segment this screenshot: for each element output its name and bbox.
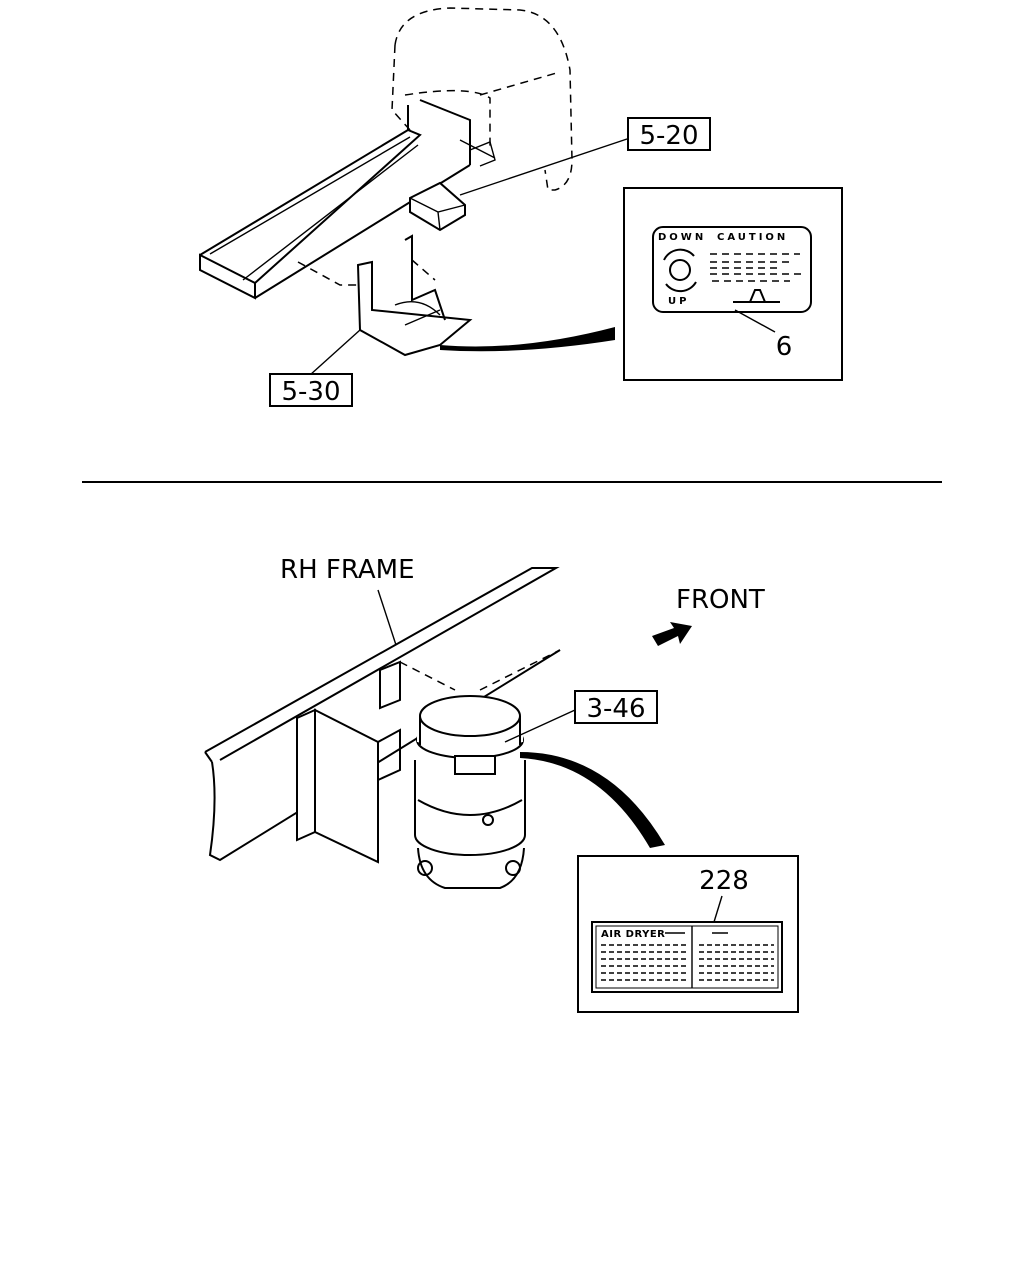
rh-frame-label: RH FRAME bbox=[280, 555, 415, 585]
callout-5-30: 5-30 bbox=[269, 373, 353, 407]
part-number-6: 6 bbox=[776, 332, 793, 362]
rotation-icon bbox=[669, 259, 691, 281]
callout-5-20-label: 5-20 bbox=[639, 121, 698, 151]
air-dryer-decal-inset: 228 AIR DRYER bbox=[577, 855, 799, 1013]
front-label: FRONT bbox=[676, 585, 765, 615]
caution-decal-inset: DOWN CAUTION UP 6 bbox=[623, 187, 843, 381]
cab-and-frame-illustration bbox=[199, 7, 631, 376]
caution-up-text: UP bbox=[668, 296, 689, 307]
part-number-228: 228 bbox=[699, 866, 749, 896]
callout-3-46-label: 3-46 bbox=[586, 694, 645, 724]
front-arrow-icon bbox=[652, 622, 692, 646]
lever-icon bbox=[733, 289, 780, 303]
callout-5-20: 5-20 bbox=[627, 117, 711, 151]
callout-3-46: 3-46 bbox=[574, 690, 658, 724]
callout-5-30-label: 5-30 bbox=[281, 377, 340, 407]
air-dryer-title: AIR DRYER bbox=[601, 929, 665, 940]
air-dryer-illustration bbox=[204, 567, 665, 889]
caution-title-text: CAUTION bbox=[717, 232, 788, 243]
caution-down-text: DOWN bbox=[658, 232, 706, 243]
